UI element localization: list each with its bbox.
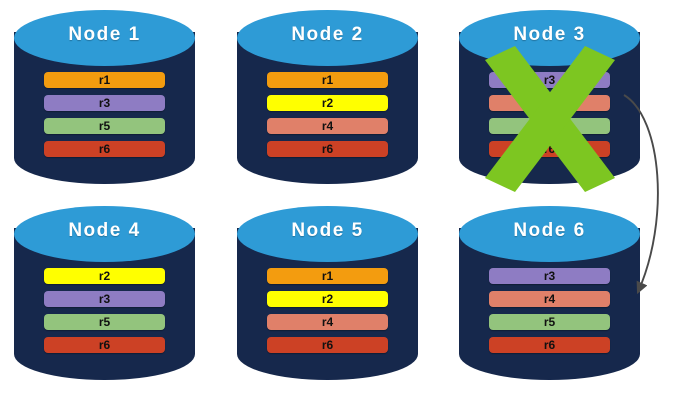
cylinder-top	[237, 206, 418, 262]
cylinder-top	[459, 206, 640, 262]
record-bar[interactable]: r4	[267, 118, 388, 134]
node-3-records: r3 r4 r5 r6	[489, 72, 610, 157]
cylinder-top	[14, 10, 195, 66]
record-bar[interactable]: r2	[267, 291, 388, 307]
node-1-records: r1 r3 r5 r6	[44, 72, 165, 157]
record-bar[interactable]: r3	[489, 268, 610, 284]
node-1[interactable]: Node 1 r1 r3 r5 r6	[14, 10, 195, 188]
node-2-records: r1 r2 r4 r6	[267, 72, 388, 157]
node-2[interactable]: Node 2 r1 r2 r4 r6	[237, 10, 418, 188]
record-bar[interactable]: r6	[267, 337, 388, 353]
node-5[interactable]: Node 5 r1 r2 r4 r6	[237, 206, 418, 384]
node-3-label: Node 3	[513, 24, 586, 45]
record-bar[interactable]: r4	[267, 314, 388, 330]
record-bar[interactable]: r1	[267, 268, 388, 284]
record-bar[interactable]: r5	[489, 118, 610, 134]
record-bar[interactable]: r3	[44, 291, 165, 307]
record-bar[interactable]: r1	[267, 72, 388, 88]
node-5-label: Node 5	[291, 220, 364, 241]
node-4-label: Node 4	[68, 220, 141, 241]
record-bar[interactable]: r6	[44, 141, 165, 157]
record-bar[interactable]: r1	[44, 72, 165, 88]
record-bar[interactable]: r2	[44, 268, 165, 284]
record-bar[interactable]: r3	[489, 72, 610, 88]
record-bar[interactable]: r2	[267, 95, 388, 111]
cylinder-top	[14, 206, 195, 262]
record-bar[interactable]: r5	[44, 118, 165, 134]
node-4[interactable]: Node 4 r2 r3 r5 r6	[14, 206, 195, 384]
record-bar[interactable]: r5	[489, 314, 610, 330]
record-bar[interactable]: r5	[44, 314, 165, 330]
record-bar[interactable]: r6	[267, 141, 388, 157]
node-5-records: r1 r2 r4 r6	[267, 268, 388, 353]
cylinder-top	[237, 10, 418, 66]
record-bar[interactable]: r4	[489, 95, 610, 111]
node-4-records: r2 r3 r5 r6	[44, 268, 165, 353]
node-2-label: Node 2	[291, 24, 364, 45]
node-6[interactable]: Node 6 r3 r4 r5 r6	[459, 206, 640, 384]
node-6-label: Node 6	[513, 220, 586, 241]
record-bar[interactable]: r3	[44, 95, 165, 111]
failover-arrow-icon	[623, 94, 659, 295]
record-bar[interactable]: r6	[489, 141, 610, 157]
record-bar[interactable]: r4	[489, 291, 610, 307]
record-bar[interactable]: r6	[489, 337, 610, 353]
node-1-label: Node 1	[68, 24, 141, 45]
node-6-records: r3 r4 r5 r6	[489, 268, 610, 353]
record-bar[interactable]: r6	[44, 337, 165, 353]
